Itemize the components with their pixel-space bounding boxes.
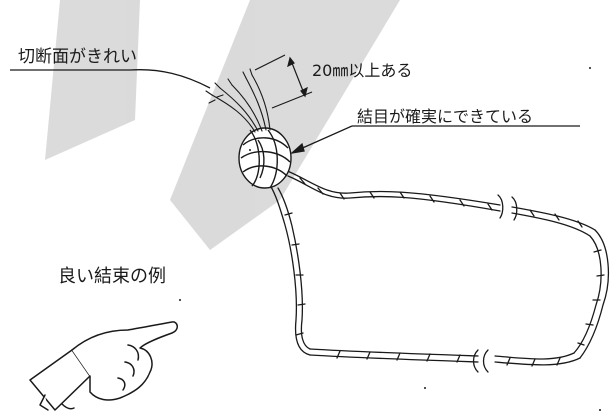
scan-specks bbox=[179, 67, 601, 411]
cut-strands bbox=[205, 68, 271, 133]
tail-length-label: 20㎜以上ある bbox=[312, 61, 413, 80]
watermark-band-upper bbox=[45, 0, 140, 160]
knot-secure-label: 結目が確実にできている bbox=[357, 107, 534, 126]
pointing-hand-icon bbox=[29, 321, 178, 411]
clean-cut-leader bbox=[10, 69, 211, 89]
good-example-label: 良い結束の例 bbox=[58, 266, 166, 287]
watermark-band-main bbox=[170, 0, 400, 250]
wire-loop bbox=[269, 169, 610, 373]
watermark-bands bbox=[45, 0, 400, 250]
wire-knot bbox=[238, 127, 292, 189]
tail-length-dimension bbox=[254, 54, 313, 109]
clean-cut-label: 切断面がきれい bbox=[18, 47, 137, 67]
knot-leader bbox=[289, 125, 580, 155]
